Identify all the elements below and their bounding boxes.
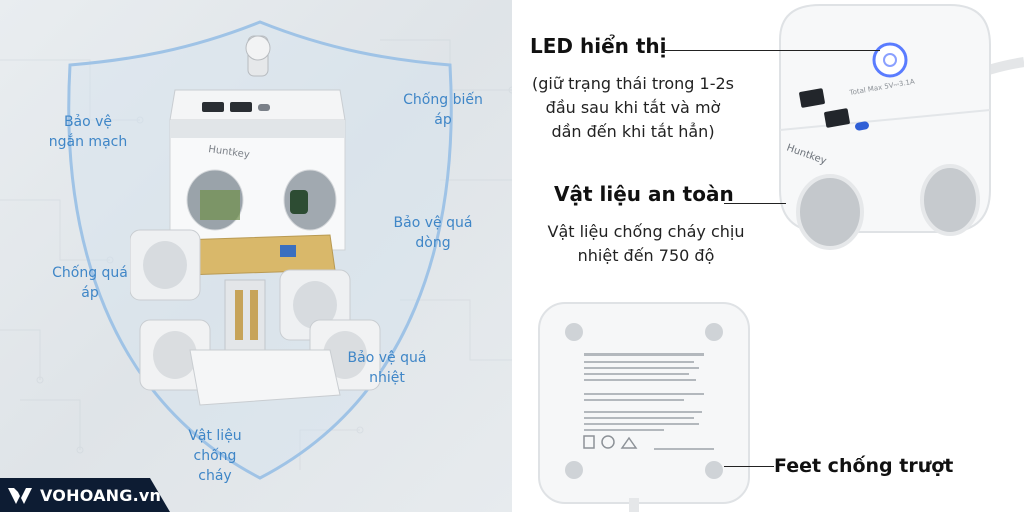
safe-material-title: Vật liệu an toàn [554,182,734,206]
feet-leader-line [724,466,774,467]
power-cube-bottom-photo [538,302,750,512]
feature-overheat-protection: Bảo vệ quá nhiệt [332,348,442,388]
feature-overvoltage-protection: Chống quá áp [40,263,140,303]
power-cube-top-photo: Total Max 5V⎓3.1A Huntkey [779,4,1024,250]
feature-fireproof-label: Vật liệu chống cháy [188,428,242,484]
vh-logo-icon [8,488,32,504]
exploded-cube-illustration: Huntkey [130,35,381,406]
led-indicator-description: (giữ trạng thái trong 1-2s đầu sau khi t… [532,74,734,141]
feature-surge-label: Chống biến áp [403,92,483,128]
feature-surge-protection: Chống biến áp [388,90,498,130]
feature-fireproof-material: Vật liệu chống cháy [170,426,260,486]
feature-short-circuit-protection: Bảo vệ ngắn mạch [38,112,138,152]
feature-short-circuit-label: Bảo vệ ngắn mạch [48,114,128,150]
brand-logo-text: VOHOANG.vn [40,485,162,505]
feature-overcurrent-label: Bảo vệ quá dòng [393,215,473,251]
led-leader-line [662,50,880,51]
feature-overvoltage-label: Chống quá áp [52,265,128,301]
feature-overcurrent-protection: Bảo vệ quá dòng [378,213,488,253]
circuit-pattern-background [0,39,512,470]
feature-overheat-label: Bảo vệ quá nhiệt [347,350,427,386]
antislip-feet-title: Feet chống trượt [774,455,954,477]
exploded-view-panel: Huntkey Bảo vệ ngắn mạ [0,0,512,512]
safe-material-description: Vật liệu chống cháy chịu nhiệt đến 750 đ… [547,222,745,265]
vohoang-brand-badge: VOHOANG.vn [0,478,170,512]
material-leader-line [724,203,786,204]
led-indicator-title: LED hiển thị [530,34,667,58]
details-panel: Total Max 5V⎓3.1A Huntkey [512,0,1024,512]
